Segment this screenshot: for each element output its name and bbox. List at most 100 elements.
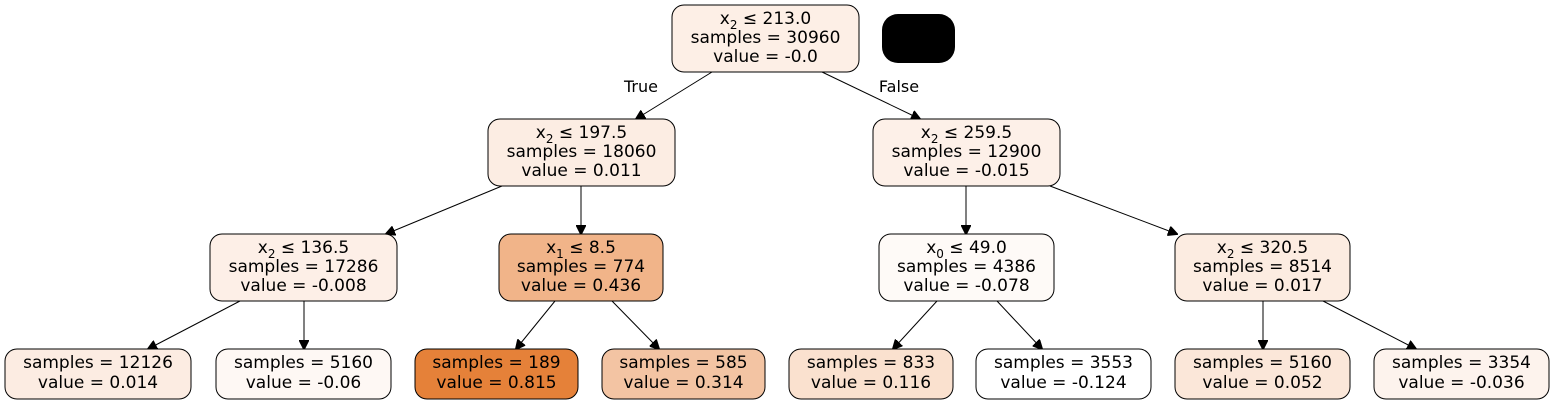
node-split-condition: x2 ≤ 213.0 xyxy=(720,9,811,32)
node-samples-text: samples = 833 xyxy=(807,353,935,373)
edge-n3-to-n7 xyxy=(148,300,241,349)
true-edge-label: True xyxy=(623,77,658,96)
node-samples-text: samples = 585 xyxy=(619,353,747,373)
node-box xyxy=(975,348,1152,400)
edge-n2-to-n6 xyxy=(1049,185,1177,234)
edge-n5-to-n11 xyxy=(893,300,938,349)
node-value-text: value = -0.06 xyxy=(246,373,361,393)
split-variable-subscript: 2 xyxy=(546,132,554,146)
node-split-condition: x0 ≤ 49.0 xyxy=(926,238,1007,261)
node-value-text: value = -0.124 xyxy=(1000,373,1126,393)
node-box xyxy=(215,348,392,400)
split-variable-subscript: 2 xyxy=(730,18,738,32)
node-value-text: value = 0.436 xyxy=(521,276,641,296)
node-samples-text: samples = 8514 xyxy=(1193,257,1332,277)
edge-n5-to-n12 xyxy=(996,300,1042,349)
node-box xyxy=(788,348,954,400)
node-samples-text: samples = 189 xyxy=(432,353,560,373)
split-threshold: ≤ 49.0 xyxy=(944,238,1007,258)
edge-n4-to-n10 xyxy=(611,300,659,349)
node-value-text: value = 0.314 xyxy=(623,373,743,393)
node-samples-text: samples = 18060 xyxy=(507,142,657,162)
node-samples-text: samples = 5160 xyxy=(234,353,373,373)
split-variable: x xyxy=(921,123,931,143)
node-value-text: value = 0.116 xyxy=(811,373,931,393)
split-threshold: ≤ 197.5 xyxy=(553,123,627,143)
node-samples-text: samples = 12900 xyxy=(892,142,1042,162)
edge-n0-to-n2 xyxy=(821,71,920,119)
edges-layer xyxy=(148,71,1416,349)
node-value-text: value = 0.815 xyxy=(436,373,556,393)
split-variable: x xyxy=(258,238,268,258)
node-box xyxy=(414,348,579,400)
node-split-condition: x2 ≤ 320.5 xyxy=(1217,238,1308,261)
split-threshold: ≤ 8.5 xyxy=(564,238,616,258)
node-split-condition: x2 ≤ 136.5 xyxy=(258,238,349,261)
node-box xyxy=(1174,348,1351,400)
node-box xyxy=(498,233,664,302)
node-samples-text: samples = 4386 xyxy=(897,257,1036,277)
node-value-text: value = -0.078 xyxy=(903,276,1029,296)
node-samples-text: samples = 3553 xyxy=(994,353,1133,373)
split-variable-subscript: 2 xyxy=(931,132,939,146)
split-variable-subscript: 2 xyxy=(268,247,276,261)
node-samples-text: samples = 3354 xyxy=(1392,353,1531,373)
edge-n0-to-n1 xyxy=(636,71,713,119)
node-split-condition: x2 ≤ 197.5 xyxy=(536,123,627,146)
split-variable: x xyxy=(546,238,556,258)
node-box xyxy=(872,118,1061,187)
node-value-text: value = 0.052 xyxy=(1202,373,1322,393)
node-split-condition: x2 ≤ 259.5 xyxy=(921,123,1012,146)
edge-labels-layer: True False xyxy=(623,77,919,96)
split-variable: x xyxy=(1217,238,1227,258)
node-value-text: value = -0.015 xyxy=(903,161,1029,181)
split-variable: x xyxy=(926,238,936,258)
node-box xyxy=(878,233,1055,302)
split-threshold: ≤ 136.5 xyxy=(275,238,349,258)
node-box xyxy=(209,233,398,302)
node-samples-text: samples = 774 xyxy=(517,257,645,277)
split-threshold: ≤ 320.5 xyxy=(1234,238,1308,258)
node-value-text: value = -0.008 xyxy=(240,276,366,296)
node-box xyxy=(1373,348,1550,400)
false-edge-label: False xyxy=(879,77,919,96)
node-value-text: value = 0.014 xyxy=(38,373,158,393)
split-variable-subscript: 2 xyxy=(1227,247,1235,261)
split-threshold: ≤ 259.5 xyxy=(938,123,1012,143)
node-samples-text: samples = 30960 xyxy=(691,28,841,48)
edge-n1-to-n3 xyxy=(386,185,503,234)
node-box xyxy=(1174,233,1351,302)
node-value-text: value = -0.0 xyxy=(713,47,818,67)
node-value-text: value = -0.036 xyxy=(1398,373,1524,393)
node-samples-text: samples = 12126 xyxy=(23,353,173,373)
split-variable: x xyxy=(720,9,730,29)
node-value-text: value = 0.011 xyxy=(521,161,641,181)
redaction-block xyxy=(882,14,955,63)
node-box xyxy=(487,118,676,187)
split-variable: x xyxy=(536,123,546,143)
node-box xyxy=(4,348,192,400)
node-samples-text: samples = 17286 xyxy=(229,257,379,277)
node-split-condition: x1 ≤ 8.5 xyxy=(546,238,616,261)
node-box xyxy=(671,4,860,73)
split-variable-subscript: 0 xyxy=(936,247,944,261)
node-samples-text: samples = 5160 xyxy=(1193,353,1332,373)
edge-n4-to-n9 xyxy=(516,300,556,349)
split-threshold: ≤ 213.0 xyxy=(737,9,811,29)
